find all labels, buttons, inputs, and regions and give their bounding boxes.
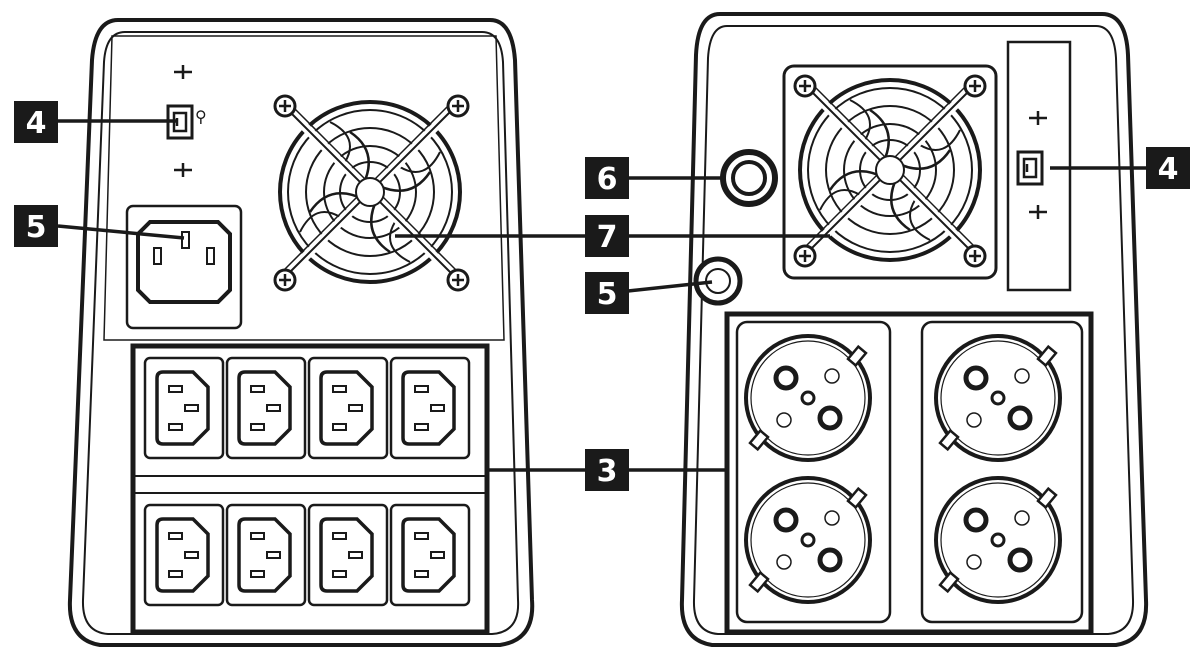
c13-outlet-icon bbox=[143, 356, 225, 460]
leader-lines bbox=[57, 119, 1150, 472]
left-outlet-bank bbox=[130, 343, 490, 635]
svg-text:6: 6 bbox=[597, 162, 618, 197]
callout-right-usb: 4 bbox=[1146, 147, 1190, 189]
callout-outlets: 3 bbox=[585, 449, 629, 491]
usb-icon: ⚲ bbox=[195, 107, 207, 126]
svg-text:5: 5 bbox=[26, 210, 47, 245]
right-usb-panel bbox=[1006, 40, 1072, 292]
callout-right-button: 6 bbox=[585, 157, 629, 199]
svg-text:4: 4 bbox=[1158, 152, 1179, 187]
svg-text:4: 4 bbox=[26, 106, 47, 141]
callout-left-usb: 4 bbox=[14, 101, 58, 143]
callout-left-input: 5 bbox=[14, 205, 58, 247]
callout-fan: 7 bbox=[585, 215, 629, 257]
svg-text:5: 5 bbox=[597, 277, 618, 312]
left-fan bbox=[273, 94, 470, 292]
left-ac-input bbox=[125, 204, 243, 330]
right-ups-unit bbox=[679, 12, 1149, 647]
right-button bbox=[720, 149, 778, 207]
left-usb-port: ⚲ bbox=[166, 63, 207, 179]
callout-right-breaker: 5 bbox=[585, 272, 629, 314]
schuko-socket-icon bbox=[746, 336, 870, 460]
left-ups-unit: ⚲ bbox=[67, 18, 535, 647]
right-schuko-bank bbox=[724, 311, 1094, 635]
right-fan bbox=[782, 64, 998, 280]
right-breaker bbox=[693, 256, 743, 306]
svg-text:7: 7 bbox=[597, 220, 618, 255]
svg-text:3: 3 bbox=[597, 454, 618, 489]
